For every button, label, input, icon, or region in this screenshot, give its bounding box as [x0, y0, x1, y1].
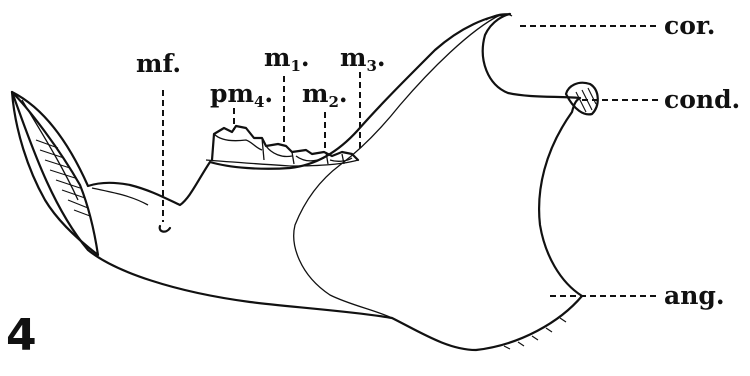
label-cond: cond.: [664, 85, 740, 114]
ramus-inner-line: [294, 15, 500, 318]
label-m1: m1.: [264, 43, 310, 75]
label-m3: m3.: [340, 43, 386, 75]
label-ang: ang.: [664, 281, 725, 310]
label-m2-sub: 2: [328, 93, 338, 111]
tooth-row: [206, 126, 358, 166]
incisor: [12, 92, 98, 255]
label-pm4: pm4.: [210, 79, 273, 111]
label-m1-dot: .: [301, 43, 310, 72]
label-pm4-dot: .: [264, 79, 273, 108]
label-m3-main: m: [340, 43, 366, 72]
label-m2-dot: .: [339, 79, 348, 108]
label-m2-main: m: [302, 79, 328, 108]
diastema-line: [92, 188, 148, 205]
label-cor: cor.: [664, 11, 715, 40]
label-pm4-main: pm: [210, 79, 254, 108]
labels: mf. pm4. m1. m2. m3. cor. cond. ang. 4: [6, 11, 740, 361]
leader-lines: [163, 26, 660, 296]
label-mf: mf.: [136, 49, 181, 78]
angle-hatching: [504, 318, 566, 349]
label-m2: m2.: [302, 79, 348, 111]
label-m1-sub: 1: [290, 57, 300, 75]
figure-number: 4: [6, 310, 37, 361]
label-m3-sub: 3: [366, 57, 376, 75]
label-m1-main: m: [264, 43, 290, 72]
label-m3-dot: .: [377, 43, 386, 72]
mental-foramen: [160, 226, 170, 232]
label-pm4-sub: 4: [254, 93, 264, 111]
